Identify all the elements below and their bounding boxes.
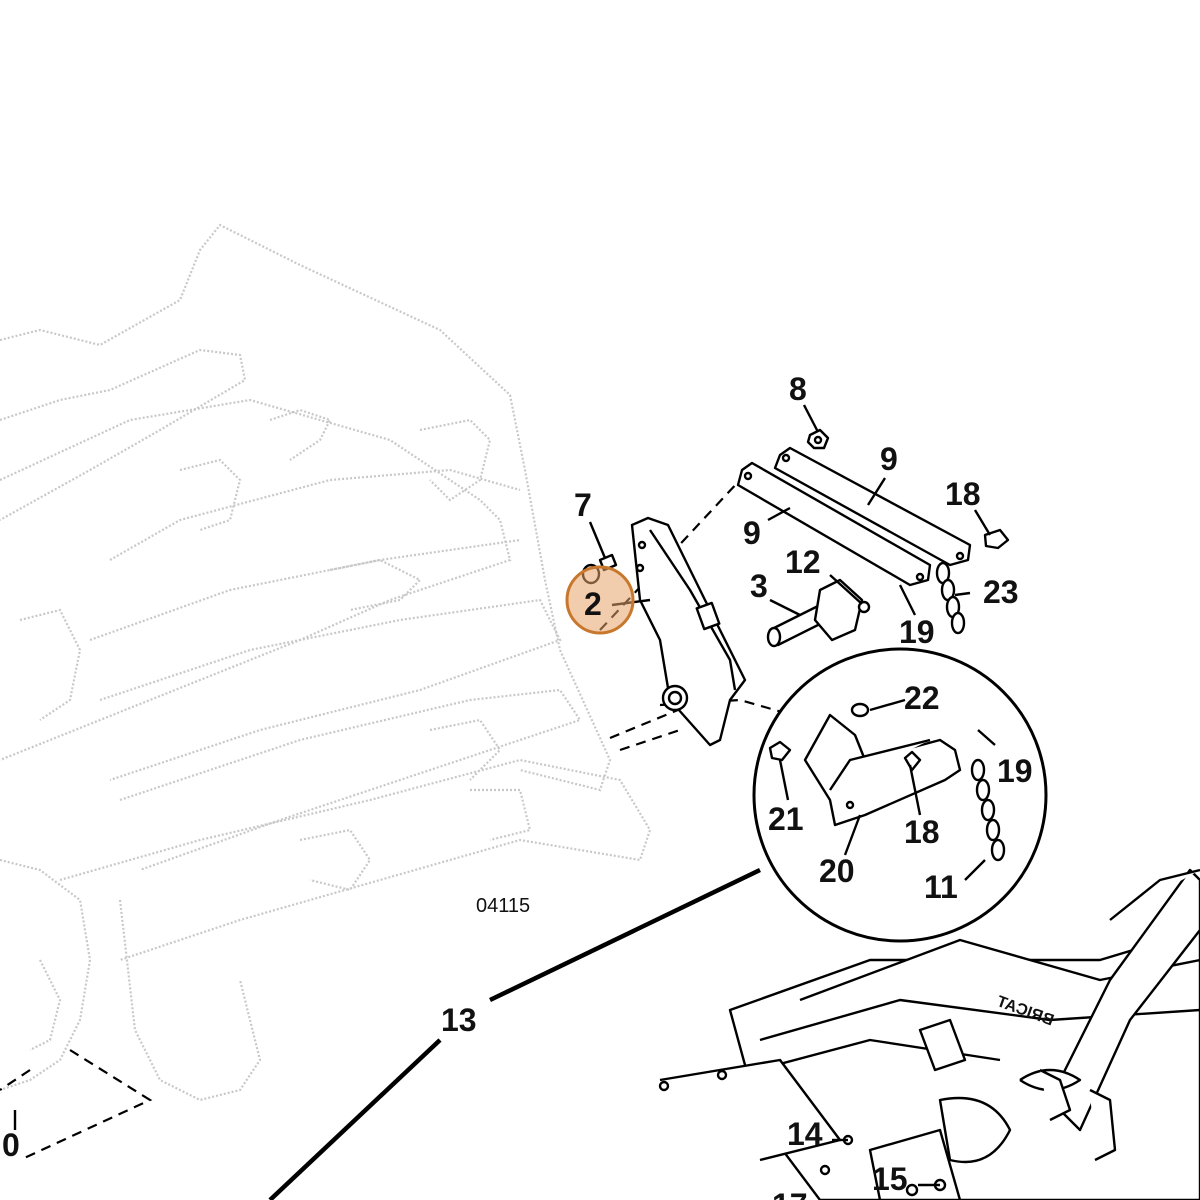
- callout-23[interactable]: 23: [983, 574, 1019, 610]
- callout-3[interactable]: 3: [750, 568, 768, 604]
- leader-lines: [13, 404, 996, 1200]
- callout-9-lower[interactable]: 9: [743, 515, 761, 551]
- callout-21[interactable]: 21: [768, 801, 804, 837]
- part-nut-8: [806, 428, 830, 450]
- callout-15[interactable]: 15: [872, 1161, 908, 1197]
- callout-9-upper[interactable]: 9: [880, 441, 898, 477]
- part-bars-9: [736, 446, 972, 587]
- part-pivot-plate: [630, 516, 747, 747]
- part-chain-23: [935, 561, 966, 635]
- background-frame: [0, 223, 652, 1102]
- callout-19-top[interactable]: 19: [899, 614, 935, 650]
- callout-13[interactable]: 13: [441, 1002, 477, 1038]
- detail-circle: [752, 647, 1048, 943]
- part-shaft-3: [766, 578, 871, 648]
- callout-19-detail[interactable]: 19: [997, 753, 1033, 789]
- callout-7[interactable]: 7: [574, 487, 592, 523]
- callout-22[interactable]: 22: [904, 680, 940, 716]
- callout-highlight-marker: [565, 565, 635, 635]
- callout-8[interactable]: 8: [789, 371, 807, 407]
- drawing-number: 04115: [476, 895, 530, 917]
- callout-14[interactable]: 14: [787, 1116, 823, 1152]
- callout-10-partial[interactable]: 0: [2, 1127, 20, 1163]
- callout-20[interactable]: 20: [819, 853, 855, 889]
- callout-11[interactable]: 11: [924, 869, 958, 905]
- callout-12[interactable]: 12: [785, 544, 821, 580]
- mower-deck: [658, 868, 1200, 1200]
- callout-2[interactable]: 2: [584, 586, 602, 622]
- callout-18-detail[interactable]: 18: [904, 814, 940, 850]
- callout-labels: 2 7 8 9 9 18 3 12 19 23 22 19 21 18 20 1…: [2, 371, 1056, 1200]
- callout-17[interactable]: 17: [772, 1187, 808, 1200]
- callout-18-top[interactable]: 18: [945, 476, 981, 512]
